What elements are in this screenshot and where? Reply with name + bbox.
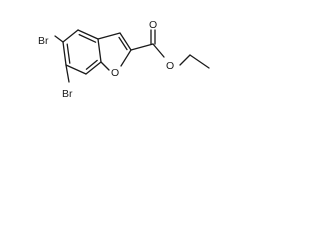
bond-ch2-ch3: [189, 54, 210, 69]
bond-c2-carbonyl: [130, 43, 154, 51]
bond-c7-br: [65, 64, 70, 83]
bond-ester-o-ch2: [179, 54, 191, 66]
ring-oxygen-label: O: [111, 67, 119, 79]
bond-c5-br: [54, 35, 64, 43]
bond-c2-o1: [120, 49, 132, 67]
bond-c5-c6: [62, 29, 79, 43]
ester-oxygen-label: O: [166, 60, 174, 72]
bond-carbonyl-ester-o: [152, 43, 165, 58]
bond-c4-c5-inner: [78, 33, 97, 43]
bond-c7a-c3a: [85, 61, 102, 75]
bond-c3-c2-inner: [118, 36, 128, 51]
ethyl-dibromobenzofuran-carboxylate-structure: Br Br O O O: [38, 19, 210, 100]
bond-c3a-c3: [97, 32, 121, 40]
bond-c3-c2: [119, 32, 132, 51]
bromine-bottom-label: Br: [62, 88, 73, 100]
bromine-top-label: Br: [38, 35, 49, 47]
carbonyl-oxygen-label: O: [149, 19, 157, 31]
bond-c6-c7-inner: [66, 43, 71, 64]
bond-c3a-c4: [97, 38, 102, 63]
structure-canvas: Br Br O O O: [0, 0, 225, 113]
bond-c7a-c3a-inner: [85, 59, 98, 70]
bond-c7-c7a: [65, 64, 87, 75]
bond-c6-c7: [62, 41, 67, 66]
bond-c4-c5: [77, 29, 99, 40]
bond-o1-c7a: [100, 61, 110, 71]
